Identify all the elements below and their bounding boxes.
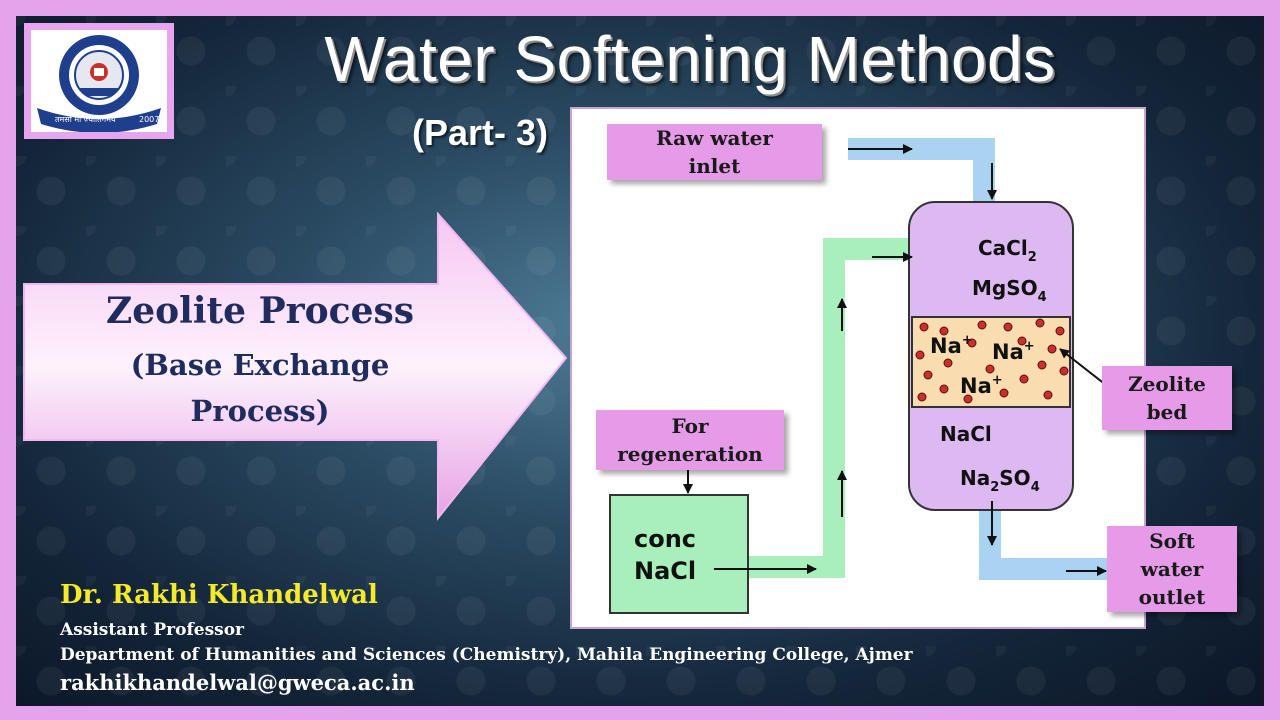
svg-text:Na+: Na+ — [992, 339, 1035, 364]
author-designation: Assistant Professor — [60, 620, 245, 640]
chem-mgso4-subscript: 4 — [1038, 290, 1047, 305]
soft-water-outlet-label: Soft water outlet — [1107, 526, 1237, 612]
logo-seal-icon: तमसो मा ज्योतिर्गमय 2007 — [37, 35, 161, 132]
svg-text:MgSO4: MgSO4 — [972, 276, 1047, 305]
college-logo: तमसो मा ज्योतिर्गमय 2007 — [24, 23, 174, 139]
svg-text:NaCl: NaCl — [940, 422, 992, 446]
svg-text:2007: 2007 — [139, 115, 159, 124]
zeolite-bed-label: Zeolite bed — [1102, 366, 1232, 430]
bed-ion-2-charge: + — [1024, 339, 1035, 354]
svg-text:CaCl2: CaCl2 — [978, 236, 1037, 265]
svg-text:Na+: Na+ — [960, 373, 1003, 398]
bed-ion-3-charge: + — [992, 373, 1003, 388]
brine-tank-label-1: conc — [634, 525, 696, 553]
svg-text:Na+: Na+ — [930, 333, 973, 358]
svg-text:तमसो मा ज्योतिर्गमय: तमसो मा ज्योतिर्गमय — [55, 114, 116, 124]
bed-ion-3: Na — [960, 374, 992, 398]
chem-na2so4-sub1: 2 — [990, 480, 999, 495]
chem-cacl2-subscript: 2 — [1028, 250, 1037, 265]
arrow-zeolite-pointer — [1059, 348, 1107, 386]
author-email[interactable]: rakhikhandelwal@gweca.ac.in — [60, 670, 415, 695]
chem-na2so4-na: Na — [960, 466, 990, 490]
bed-ion-2: Na — [992, 340, 1024, 364]
bed-ion-1-charge: + — [962, 333, 973, 348]
author-department: Department of Humanities and Sciences (C… — [60, 645, 913, 665]
brine-tank — [609, 494, 749, 614]
process-subheading-line2: Process) — [190, 394, 330, 428]
regeneration-label: For regeneration — [596, 410, 784, 470]
chem-na2so4-so: SO — [999, 466, 1030, 490]
chem-na2so4-sub2: 4 — [1031, 480, 1040, 495]
zeolite-softener-diagram: CaCl2 MgSO4 Na+ Na+ Na+ NaCl Na2SO4 conc… — [609, 138, 1112, 614]
chem-cacl2: CaCl — [978, 236, 1028, 260]
author-name: Dr. Rakhi Khandelwal — [60, 580, 378, 610]
chem-nacl: NaCl — [940, 422, 992, 446]
process-subheading-line1: (Base Exchange — [130, 348, 390, 382]
logo-emblem: तमसो मा ज्योतिर्गमय 2007 — [31, 30, 167, 132]
slide-subtitle: (Part- 3) — [411, 112, 549, 153]
process-heading: Zeolite Process — [105, 290, 415, 332]
arrow-text-block: Zeolite Process (Base Exchange Process) — [40, 290, 480, 434]
brine-tank-label-2: NaCl — [634, 557, 696, 585]
svg-text:Na2SO4: Na2SO4 — [960, 466, 1040, 495]
bed-ion-1: Na — [930, 334, 962, 358]
soft-water-pipe — [979, 507, 1112, 580]
raw-water-inlet-label: Raw water inlet — [607, 124, 822, 180]
big-arrow-shape — [23, 212, 568, 521]
flow-arrows — [683, 144, 1107, 576]
zeolite-diagram-panel: CaCl2 MgSO4 Na+ Na+ Na+ NaCl Na2SO4 conc… — [570, 107, 1146, 629]
zeolite-beads — [915, 318, 1069, 404]
slide-title: Water Softening Methods — [324, 23, 1056, 95]
raw-water-pipe — [848, 138, 995, 209]
chem-mgso4: MgSO — [972, 276, 1038, 300]
